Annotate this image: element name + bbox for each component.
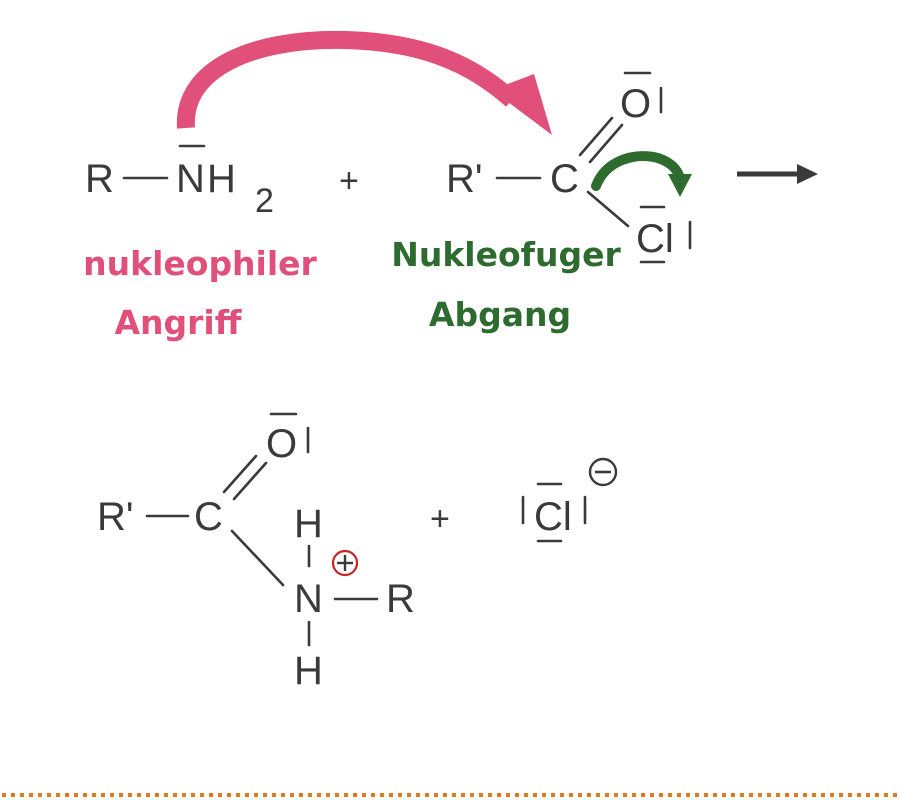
double-bond-b	[588, 123, 624, 164]
product-n: N	[294, 577, 323, 621]
plus-sign-2: +	[430, 500, 450, 538]
reaction-arrow	[737, 164, 818, 184]
bond-c-cl	[586, 190, 630, 228]
reactant1-h: H	[207, 157, 236, 201]
negative-charge-icon	[588, 457, 618, 487]
product-o: O	[266, 422, 297, 466]
reactant1-subscript: 2	[255, 182, 274, 220]
reactant2-r: R'	[446, 157, 483, 201]
nucleophilic-attack-arrow	[176, 30, 552, 135]
reactant2-cl: Cl	[636, 217, 674, 261]
chloride-cl: Cl	[534, 495, 572, 539]
product-double-bond-b	[232, 461, 268, 501]
reactant1-r: R	[85, 157, 114, 201]
plus-sign-1: +	[339, 162, 359, 200]
product-r: R'	[97, 495, 134, 539]
nucleophile-label-line2: Angriff	[115, 303, 243, 342]
product-c: C	[194, 495, 223, 539]
positive-charge-icon	[331, 549, 359, 577]
leaving-group-arrow	[591, 151, 692, 197]
bond-product-c-n	[230, 529, 285, 587]
product-r2: R	[386, 577, 415, 621]
nucleophile-label-line1: nukleophiler	[83, 244, 317, 283]
reactant1-n: N	[176, 157, 205, 201]
nucleofuge-label-line1: Nukleofuger	[391, 235, 621, 274]
product-h-top: H	[294, 502, 323, 546]
product-double-bond-a	[222, 454, 258, 494]
nucleofuge-label-line2: Abgang	[429, 295, 571, 334]
reactant2-o: O	[620, 82, 651, 126]
double-bond-a	[578, 116, 614, 157]
reactant2-c: C	[550, 157, 579, 201]
product-h-bottom: H	[294, 649, 323, 693]
